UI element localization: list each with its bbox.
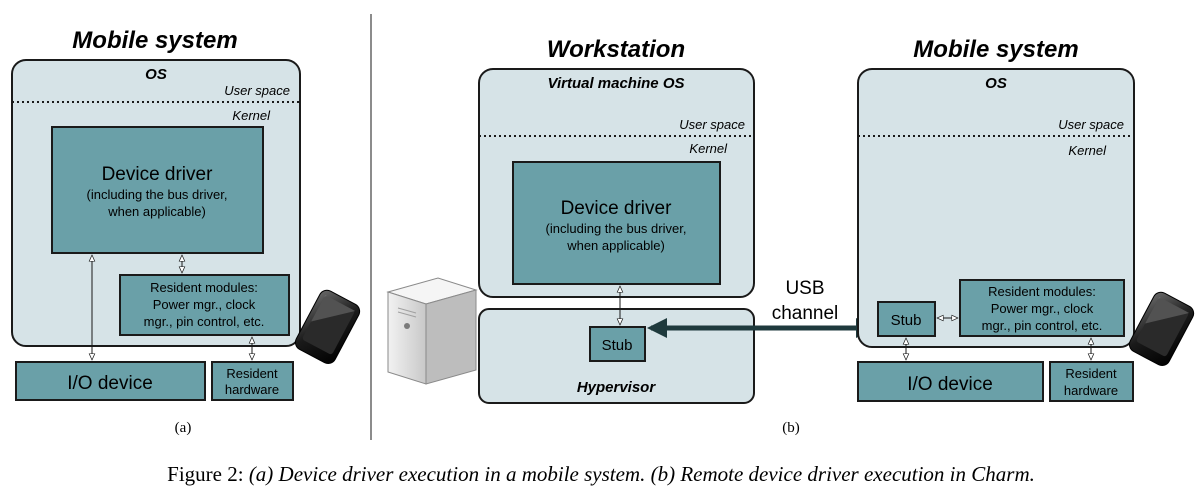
smartphone-icon: [294, 289, 361, 365]
device-driver-sub1: (including the bus driver,: [87, 187, 228, 202]
mobile-user-space-label: User space: [1058, 117, 1124, 132]
vm-os-label: Virtual machine OS: [548, 75, 685, 92]
mobile-io-device-label: I/O device: [907, 374, 993, 395]
ws-stub-label: Stub: [602, 337, 633, 354]
panel-a-title: Mobile system: [72, 27, 237, 54]
mobile-resident-hw-l2: hardware: [1064, 383, 1118, 398]
panel-b: Workstation Virtual machine OS User spac…: [386, 36, 1195, 436]
resident-modules-box: [119, 274, 290, 336]
ws-device-driver-sub2: when applicable): [566, 238, 665, 253]
figure-caption-prefix: Figure 2:: [167, 462, 249, 486]
ws-stub-box: [589, 326, 646, 362]
resident-modules-l2: Power mgr., clock: [153, 297, 256, 312]
ws-device-driver-box: [512, 161, 721, 285]
device-driver-title: Device driver: [102, 164, 214, 185]
mobile-resident-modules-box: [959, 279, 1125, 337]
workstation-title: Workstation: [547, 36, 685, 63]
figure-caption: Figure 2: (a) Device driver execution in…: [167, 462, 1035, 486]
ws-device-driver-sub1: (including the bus driver,: [546, 221, 687, 236]
caption-a: (a): [175, 420, 192, 436]
ws-device-driver-title: Device driver: [561, 198, 673, 219]
mobile-os-container: [857, 68, 1135, 348]
io-device-box: [15, 361, 206, 401]
mobile-resident-l3: mgr., pin control, etc.: [982, 318, 1103, 333]
mobile-resident-hardware-box: [1049, 361, 1134, 402]
mobile-os-label: OS: [985, 75, 1007, 92]
mobile-kernel-label: Kernel: [1068, 143, 1107, 158]
mobile-stub-label: Stub: [891, 312, 922, 329]
panel-a: Mobile system OS User space Kernel Devic…: [11, 27, 361, 436]
user-space-label: User space: [224, 83, 290, 98]
kernel-label: Kernel: [232, 108, 271, 123]
os-label: OS: [145, 66, 167, 83]
figure-caption-text: (a) Device driver execution in a mobile …: [249, 462, 1035, 486]
mobile-resident-hw-l1: Resident: [1065, 366, 1117, 381]
resident-hardware-box: [211, 361, 294, 401]
resident-modules-l3: mgr., pin control, etc.: [144, 314, 265, 329]
server-tower-icon: [386, 277, 478, 385]
vm-kernel-label: Kernel: [689, 141, 728, 156]
mobile-resident-l1: Resident modules:: [988, 284, 1096, 299]
resident-hardware-l1: Resident: [226, 366, 278, 381]
resident-hardware-l2: hardware: [225, 382, 279, 397]
vm-user-space-label: User space: [679, 117, 745, 132]
device-driver-sub2: when applicable): [107, 204, 206, 219]
hypervisor-label: Hypervisor: [577, 379, 657, 396]
usb-channel-l1: USB: [785, 278, 824, 299]
smartphone-icon: [1128, 291, 1195, 367]
resident-modules-l1: Resident modules:: [150, 280, 258, 295]
mobile-stub-box: [877, 301, 936, 337]
device-driver-box: [51, 126, 264, 254]
mobile-io-device-box: [857, 361, 1044, 402]
mobile-resident-l2: Power mgr., clock: [991, 301, 1094, 316]
mobile-title: Mobile system: [913, 36, 1078, 63]
caption-b: (b): [782, 420, 800, 436]
usb-channel-l2: channel: [772, 303, 839, 324]
io-device-label: I/O device: [67, 373, 153, 394]
